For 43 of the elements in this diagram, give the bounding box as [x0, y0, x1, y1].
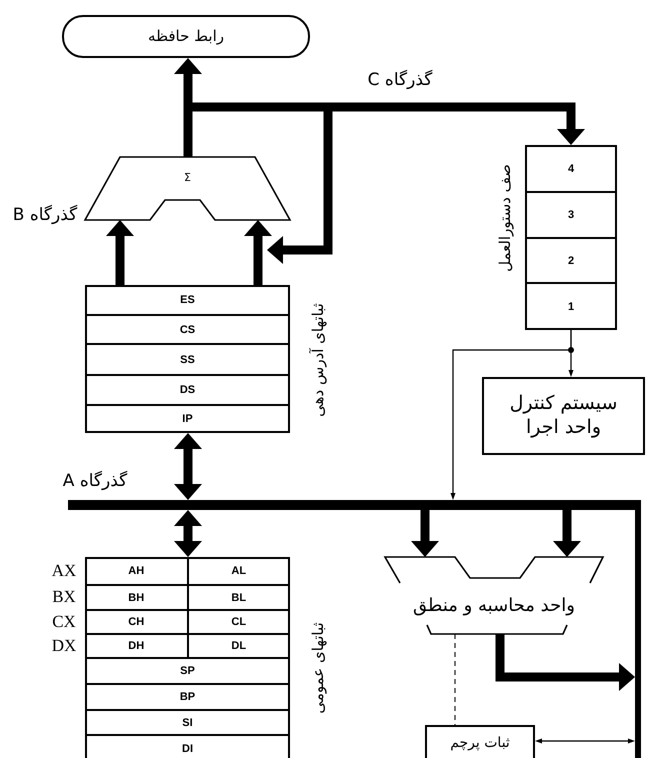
interface-box: رابط حافظه — [62, 15, 310, 58]
bus-label: گذرگاه A — [62, 471, 128, 491]
block-heading: ثباتهای آدرس دهی — [309, 303, 327, 417]
register-cell: BH — [85, 585, 188, 610]
bus-arrow — [106, 220, 134, 285]
bus-arrow — [496, 634, 635, 691]
register-cell: CH — [85, 610, 188, 634]
register-cell: AH — [85, 557, 188, 585]
block-heading: ثباتهای عمومی — [309, 622, 327, 714]
bus-arrow — [553, 510, 581, 557]
register-name: AX — [52, 561, 76, 581]
register-cell: SP — [85, 658, 290, 684]
register-cell: CS — [85, 315, 290, 344]
bus-label: گذرگاه C — [368, 70, 432, 90]
adder-shape: Σ — [85, 157, 290, 220]
register-cell: CL — [188, 610, 290, 634]
process-box: سیستم کنترل واحد اجرا — [482, 377, 645, 455]
bus-arrow — [174, 510, 202, 557]
dashed-line — [454, 634, 456, 726]
register-block — [525, 145, 617, 330]
register-name: DX — [52, 636, 76, 656]
process-box: ثبات پرچم — [425, 725, 535, 758]
arrow — [535, 738, 635, 744]
register-cell: DS — [85, 375, 290, 405]
register-cell: 2 — [525, 238, 617, 283]
register-cell: BL — [188, 585, 290, 610]
bus-arrow — [411, 510, 439, 557]
register-block — [85, 557, 290, 758]
register-cell: SI — [85, 710, 290, 735]
register-cell: DL — [188, 634, 290, 658]
bus-arrow — [244, 220, 272, 285]
bus-label: گذرگاه B — [12, 205, 78, 225]
bus-arrow — [174, 433, 202, 500]
register-name: BX — [52, 587, 76, 607]
register-cell: BP — [85, 684, 290, 710]
block-heading: صف دستورالعمل — [496, 164, 514, 272]
register-cell: DH — [85, 634, 188, 658]
register-name: CX — [52, 612, 76, 632]
arrow — [450, 330, 572, 500]
register-block — [85, 285, 290, 433]
register-cell: SS — [85, 344, 290, 375]
register-cell: AL — [188, 557, 290, 585]
register-cell: 3 — [525, 192, 617, 238]
